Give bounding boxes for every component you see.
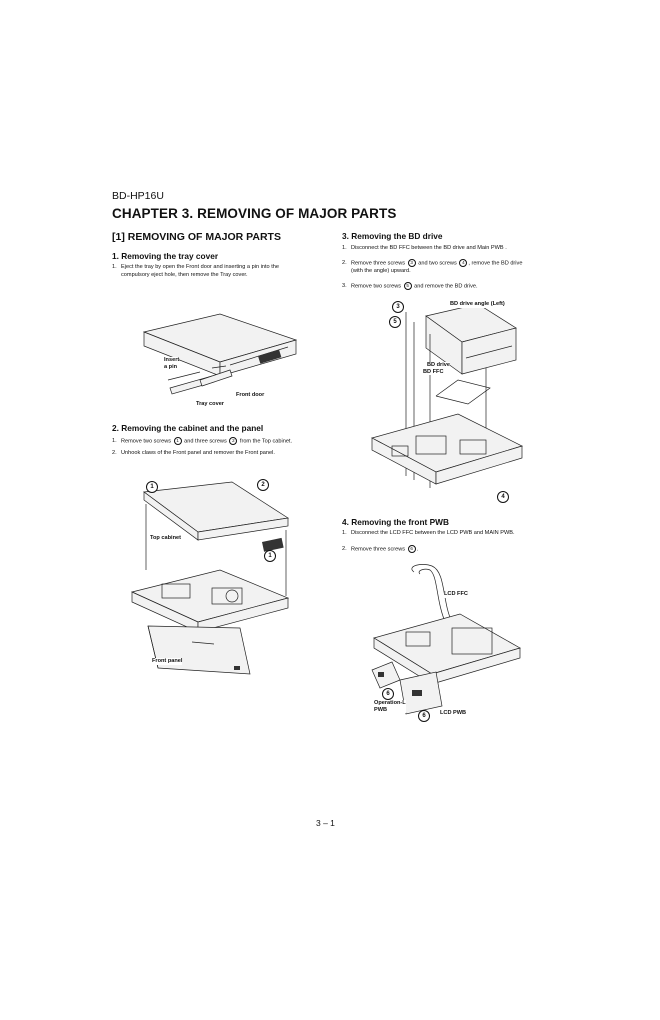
chapter-title: CHAPTER 3. REMOVING OF MAJOR PARTS [112, 206, 397, 221]
callout-insert-pin-line1: Insert [164, 357, 180, 363]
callout-tray-cover: Tray cover [196, 401, 224, 408]
step-number: 1. [342, 245, 347, 251]
step-text: and remove the BD drive. [414, 283, 478, 290]
step-text-continued: compulsory eject hole, then remove the T… [121, 271, 248, 278]
callout-top-cabinet: Top cabinet [150, 535, 181, 542]
step-text-continued: (with the angle) upward. [351, 268, 411, 275]
subsection-heading-front-pwb: 4. Removing the front PWB [342, 517, 449, 527]
screw-badge-6: 6 [418, 710, 430, 722]
step-number: 1. [112, 264, 117, 270]
step-number: 1. [112, 438, 117, 445]
screw-badge-6: 6 [382, 688, 394, 700]
callout-operation-pwb-line1: Operation-L [374, 700, 406, 706]
subsection-heading-bd-drive: 3. Removing the BD drive [342, 231, 443, 241]
section-title: [1] REMOVING OF MAJOR PARTS [112, 231, 281, 243]
step-text: from the Top cabinet. [239, 438, 293, 445]
screw-badge-3: 3 [392, 301, 404, 313]
screw-badge-5: 5 [389, 316, 401, 328]
step-text: Remove two screws [351, 283, 402, 290]
step-bd-2: 2. Remove three screws 3 and two screws 4… [342, 259, 554, 276]
step-cabinet-1: 1. Remove two screws 1 and three screws 2… [112, 437, 324, 446]
step-bd-3: 3. Remove two screws 5 and remove the BD … [342, 282, 550, 291]
step-text: Remove two screws [121, 438, 172, 445]
screw-badge-4: 4 [497, 491, 509, 503]
screw-number-badge: 4 [459, 259, 468, 267]
step-number: 1. [342, 530, 347, 536]
callout-operation-pwb: Operation-L PWB [374, 700, 406, 714]
page-number: 3 – 1 [316, 818, 335, 828]
callout-lcd-pwb: LCD PWB [440, 710, 467, 717]
screw-badge-1: 1 [146, 481, 158, 493]
callout-operation-pwb-line2: PWB [374, 706, 388, 713]
step-number: 3. [342, 283, 347, 290]
step-cabinet-2: 2. Unhook claws of the Front panel and re… [112, 450, 324, 458]
step-text: Remove three screws [351, 546, 406, 553]
callout-bd-drive-label: BD drive [427, 362, 451, 368]
step-text: Disconnect the LCD FFC between the LCD P… [351, 530, 515, 536]
screw-number-badge: 6 [407, 545, 416, 553]
screw-badge-2: 2 [257, 479, 269, 491]
tray-cover-diagram [142, 313, 298, 395]
screw-number-badge: 5 [403, 282, 412, 290]
screw-number-badge: 1 [173, 437, 182, 445]
callout-insert-pin: Insert a pin [164, 357, 180, 371]
subsection-heading-cabinet-panel: 2. Removing the cabinet and the panel [112, 423, 264, 433]
subsection-heading-tray-cover: 1. Removing the tray cover [112, 251, 219, 261]
step-number: 2. [342, 546, 347, 553]
step-text: and three screws [184, 438, 227, 445]
step-number: 2. [112, 450, 117, 456]
step-pwb-1: 1. Disconnect the LCD FFC between the LCD… [342, 530, 554, 538]
step-pwb-2: 2. Remove three screws 6. [342, 545, 550, 554]
screw-badge-1: 1 [264, 550, 276, 562]
callout-lcd-ffc: LCD FFC [444, 591, 468, 598]
callout-bd-ffc-label: BD FFC [423, 368, 444, 375]
model-number: BD-HP16U [112, 190, 164, 202]
callout-front-door: Front door [236, 392, 265, 399]
front-pwb-diagram [371, 564, 521, 715]
callout-bd-drive: BD drive BD FFC [423, 362, 451, 376]
bd-drive-diagram [371, 303, 523, 488]
step-text: Remove three screws [351, 260, 406, 267]
step-text: and two screws [418, 260, 457, 267]
callout-front-panel: Front panel [152, 658, 183, 665]
step-tray-cover-1: 1. Eject the tray by open the Front door … [112, 264, 324, 279]
step-text: Unhook claws of the Front panel and remo… [121, 450, 275, 456]
screw-number-badge: 3 [407, 259, 416, 267]
step-text: , remove the BD drive [468, 260, 523, 267]
step-number: 2. [342, 260, 347, 267]
callout-insert-pin-line2: a pin [164, 363, 178, 370]
step-text: . [416, 546, 419, 553]
step-text: Disconnect the BD FFC between the BD dri… [351, 245, 507, 251]
cabinet-panel-diagram [130, 481, 290, 675]
callout-bd-drive-angle: BD drive angle (Left) [450, 301, 505, 308]
screw-number-badge: 2 [229, 437, 238, 445]
step-text: Eject the tray by open the Front door an… [121, 264, 279, 270]
step-bd-1: 1. Disconnect the BD FFC between the BD d… [342, 245, 550, 253]
